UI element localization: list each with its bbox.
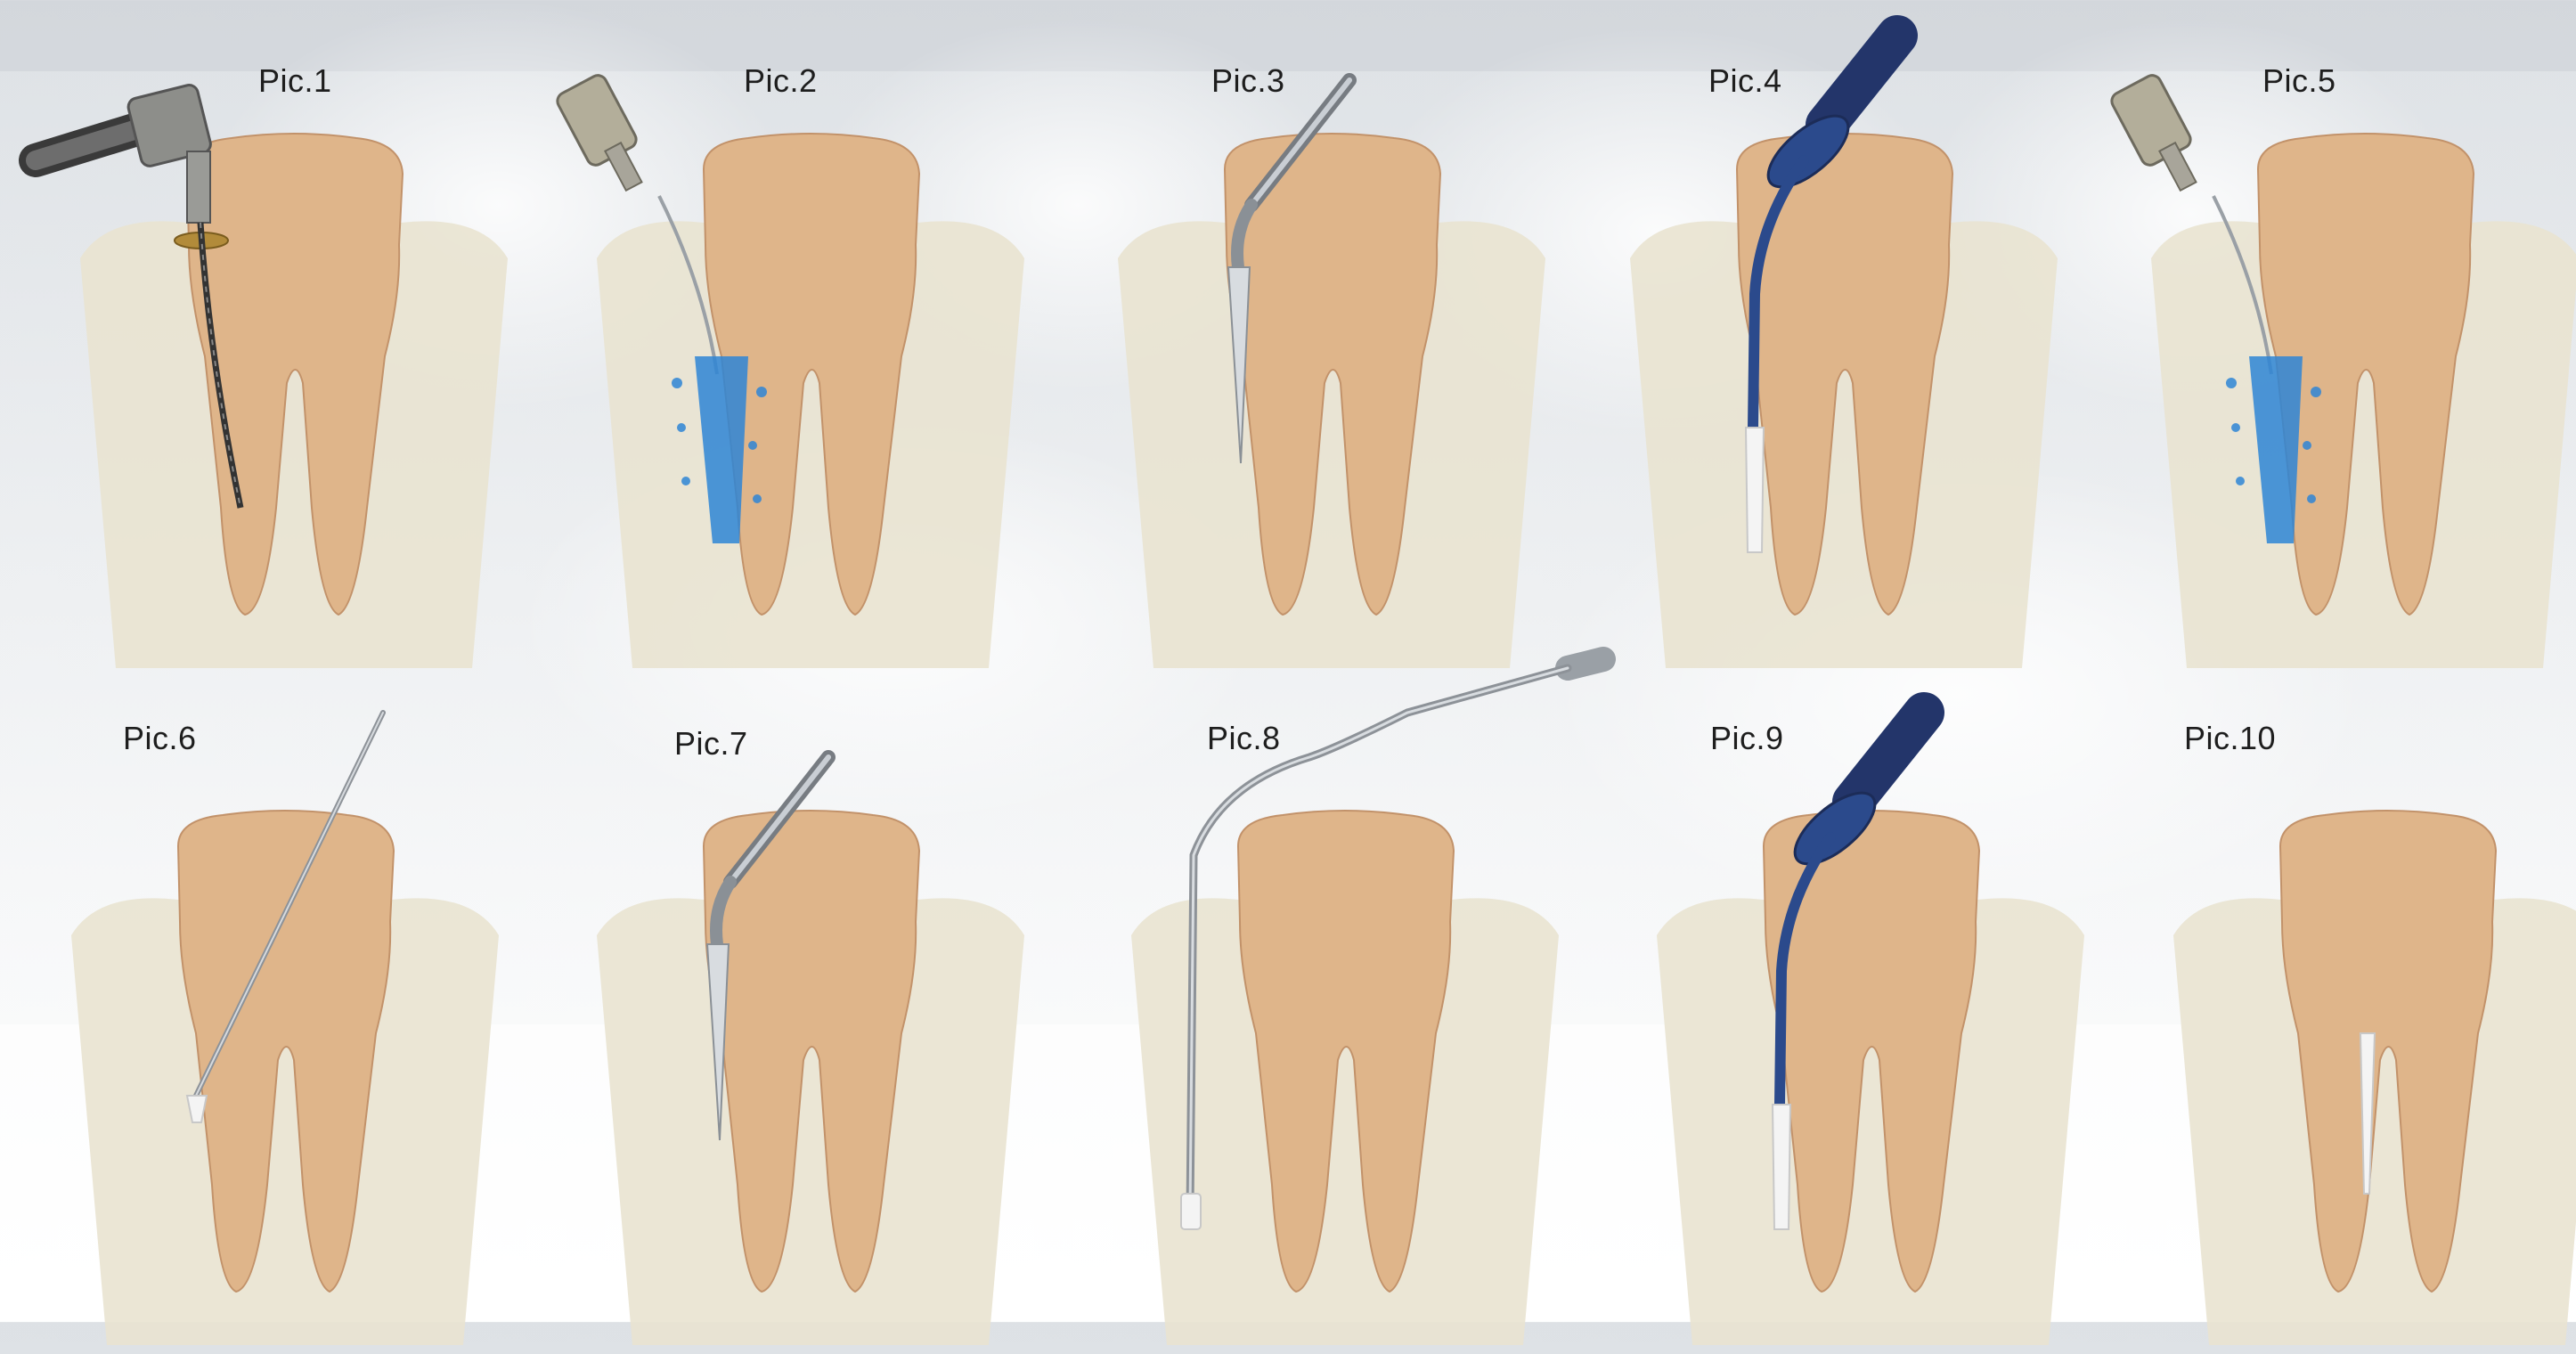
step-panel bbox=[1630, 692, 2111, 1354]
step-panel bbox=[1603, 15, 2084, 677]
gum-and-bone bbox=[1630, 221, 2058, 669]
tooth-cross-section-diagram bbox=[597, 750, 1024, 1345]
sealed-root-filling bbox=[2359, 1032, 2376, 1195]
step-label: Pic.3 bbox=[1211, 62, 1285, 99]
step-label: Pic.9 bbox=[1710, 720, 1784, 756]
tooth bbox=[1762, 810, 1981, 1293]
step-panel bbox=[1105, 647, 1616, 1354]
gum-and-bone bbox=[1131, 898, 1559, 1345]
step-panel bbox=[2110, 74, 2576, 677]
gum-and-bone bbox=[2151, 221, 2576, 668]
spreader-instrument-icon bbox=[1227, 73, 1357, 464]
gum-and-bone bbox=[1118, 221, 1545, 669]
obturation-gun-icon bbox=[1744, 15, 1918, 553]
tooth-cross-section-diagram bbox=[1118, 73, 1545, 669]
step-label: Pic.2 bbox=[744, 62, 818, 99]
step-label: Pic.6 bbox=[123, 720, 197, 756]
step-label: Pic.5 bbox=[2262, 62, 2336, 99]
cone-placement-probe-icon bbox=[185, 710, 386, 1123]
tooth bbox=[1223, 133, 1442, 616]
tooth bbox=[1735, 133, 1954, 616]
gum-and-bone bbox=[80, 221, 508, 669]
step-label: Pic.1 bbox=[258, 62, 332, 99]
tooth-cross-section-diagram bbox=[2173, 810, 2576, 1345]
tooth-cross-section-diagram bbox=[1630, 15, 2058, 669]
step-label: Pic.7 bbox=[674, 725, 748, 762]
tooth-cross-section-diagram bbox=[1131, 647, 1616, 1345]
tooth bbox=[702, 810, 921, 1293]
tooth bbox=[702, 133, 921, 616]
heated-plugger-icon bbox=[1180, 647, 1616, 1230]
tooth-cross-section-diagram bbox=[71, 710, 499, 1345]
tooth-cross-section-diagram bbox=[1657, 692, 2084, 1345]
gum-and-bone bbox=[597, 221, 1024, 669]
step-panel bbox=[1091, 73, 1572, 677]
tooth-cross-section-diagram bbox=[2110, 74, 2576, 668]
step-label: Pic.8 bbox=[1207, 720, 1281, 756]
spreader-instrument-icon bbox=[705, 750, 836, 1141]
irrigation-syringe-icon bbox=[556, 74, 767, 543]
step-label: Pic.4 bbox=[1708, 62, 1782, 99]
step-panel bbox=[570, 750, 1051, 1354]
handpiece-file-icon bbox=[19, 84, 244, 509]
gum-and-bone bbox=[597, 898, 1024, 1345]
irrigation-syringe-icon bbox=[2110, 74, 2321, 543]
step-panel bbox=[2147, 766, 2576, 1354]
step-label: Pic.10 bbox=[2184, 720, 2277, 756]
tooth bbox=[1236, 810, 1455, 1293]
gum-and-bone bbox=[1657, 898, 2084, 1345]
tooth bbox=[2256, 133, 2475, 616]
gum-and-bone bbox=[71, 898, 499, 1345]
tooth-cross-section-diagram bbox=[19, 84, 508, 669]
step-panel bbox=[19, 84, 534, 677]
obturation-gun-icon bbox=[1771, 692, 1944, 1230]
tooth-cross-section-diagram bbox=[556, 74, 1024, 669]
step-panel bbox=[556, 74, 1051, 677]
step-panel bbox=[45, 710, 526, 1354]
tooth bbox=[2278, 810, 2498, 1293]
